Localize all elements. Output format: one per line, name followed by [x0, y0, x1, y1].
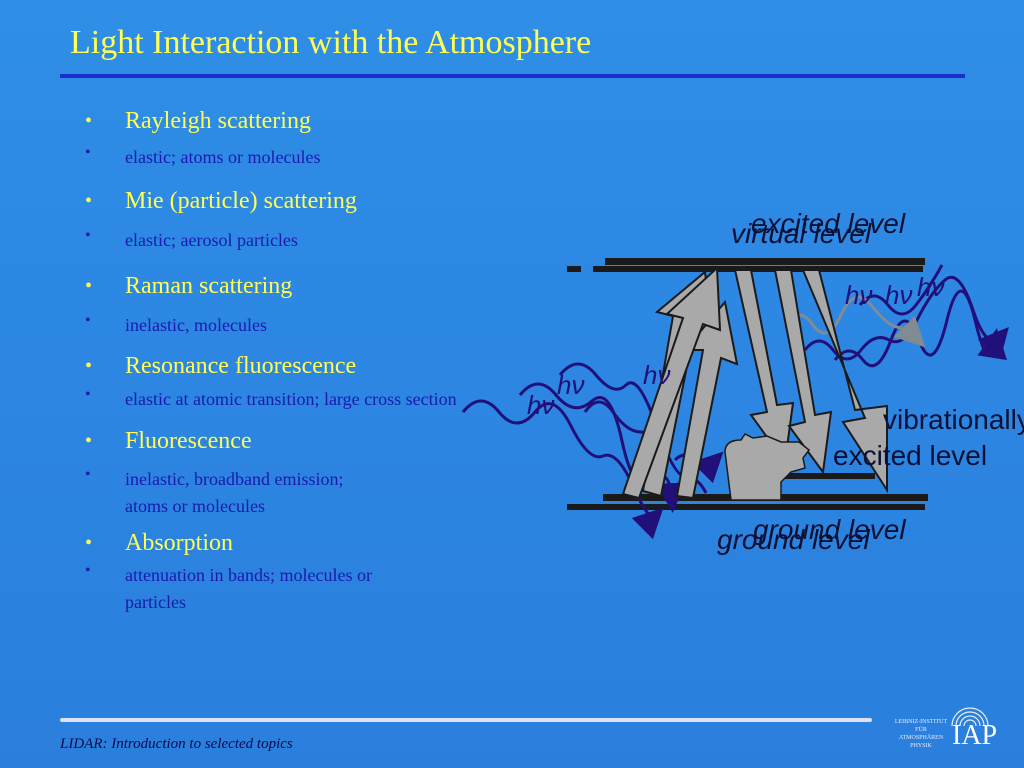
excited-level-line [567, 258, 925, 272]
bullet-label: Resonance fluorescence [125, 353, 357, 379]
logo-text-line: ATMOSPHÄREN [898, 735, 944, 741]
logo-letters: IAP [952, 720, 998, 751]
virtual-level-label: virtual level [731, 218, 872, 249]
ground-level-label-2: ground level [717, 524, 870, 555]
footer-divider [60, 718, 872, 722]
bullet-dot: • [85, 110, 93, 132]
bullet-label: Mie (particle) scattering [125, 188, 357, 214]
bullet-dot: • [85, 312, 91, 329]
sub-bullet-text: particles [125, 592, 186, 612]
logo-text-line: PHYSIK [910, 743, 932, 749]
photon-label: hν [917, 272, 945, 302]
sub-bullet-text: inelastic, broadband emission; [125, 469, 344, 489]
bullet-dot: • [85, 275, 93, 297]
logo-arc-icon [951, 707, 989, 727]
upward-arrows [621, 265, 739, 500]
bullet-dot: • [85, 532, 93, 554]
iap-logo: LEIBNIZ-INSTITUT FÜR ATMOSPHÄREN PHYSIK … [890, 696, 1010, 756]
photon-label: hν [643, 360, 671, 390]
photon-label: hν [527, 390, 555, 420]
sub-bullet-text: elastic; atoms or molecules [125, 147, 321, 167]
slide-title: Light Interaction with the Atmosphere [70, 24, 592, 61]
photon-label: hν [557, 370, 585, 400]
photon-label: hν [885, 280, 913, 310]
vibrationally-label: vibrationally [883, 404, 1024, 435]
logo-text-line: FÜR [915, 727, 927, 733]
downward-arrows [733, 269, 888, 494]
vibrational-level-line [745, 473, 875, 479]
bullet-dot: • [85, 430, 93, 452]
energy-level-diagram: hν hν hν hν hν hν excited level virtual … [455, 200, 1024, 560]
sub-bullet-text: elastic; aerosol particles [125, 230, 298, 250]
bullet-dot: • [85, 562, 91, 579]
photon-label: hν [845, 280, 873, 310]
sub-bullet-text: atoms or molecules [125, 496, 265, 516]
energy-level-svg [461, 258, 1009, 540]
vibrational-excited-level-label: excited level [833, 440, 988, 471]
grey-photon-wave [783, 295, 926, 348]
sub-bullet-text: attenuation in bands; molecules or [125, 565, 372, 585]
sub-bullet-text: inelastic, molecules [125, 315, 267, 335]
bullet-dot: • [85, 190, 93, 212]
title-divider [60, 74, 965, 78]
excited-level-label: excited level [751, 208, 906, 239]
molecule-shape [724, 433, 811, 501]
bullet-label: Fluorescence [125, 428, 252, 454]
ground-level-label: ground level [753, 514, 906, 545]
bullet-label: Absorption [125, 530, 233, 556]
bullet-label: Raman scattering [125, 273, 293, 299]
sub-bullet-text: elastic at atomic transition; large cros… [125, 389, 457, 409]
logo-text-line: LEIBNIZ-INSTITUT [894, 719, 948, 725]
bullet-dot: • [85, 144, 91, 161]
bullet-dot: • [85, 386, 91, 403]
footer-text: LIDAR: Introduction to selected topics [60, 736, 293, 752]
bullet-dot: • [85, 466, 91, 483]
bullet-dot: • [85, 355, 93, 377]
bullet-dot: • [85, 227, 91, 244]
bullet-label: Rayleigh scattering [125, 108, 311, 134]
